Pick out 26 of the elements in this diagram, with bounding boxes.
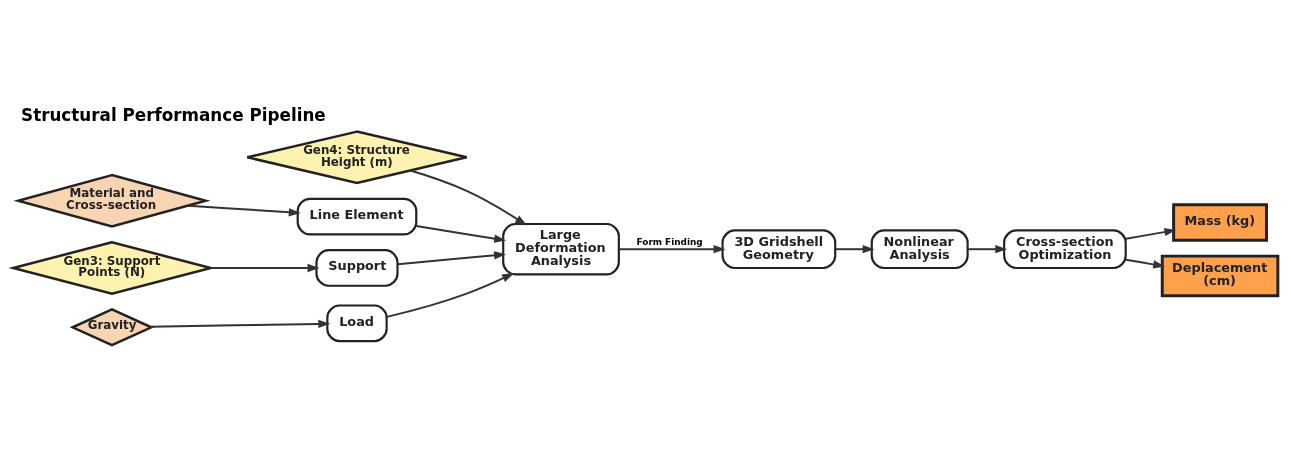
node-box: Load — [326, 303, 388, 342]
arrow — [409, 169, 527, 226]
arrow — [187, 204, 301, 216]
node-box: Support — [315, 248, 399, 287]
node-box: Cross-section Optimization — [1003, 228, 1127, 269]
node-diamond: Gravity — [69, 307, 155, 346]
node-box: Mass (kg) — [1172, 202, 1268, 242]
arrow — [618, 244, 726, 253]
node-box: Nonlinear Analysis — [870, 228, 969, 269]
arrow — [396, 250, 506, 265]
node-diamond: Gen4: Structure Height (m) — [246, 129, 468, 184]
arrow — [415, 224, 507, 243]
arrow — [834, 244, 875, 253]
arrow — [1125, 227, 1177, 240]
arrow — [386, 272, 514, 318]
node-box: Line Element — [296, 197, 418, 235]
edge-label: Form Finding — [636, 236, 703, 247]
node-box: Large Deformation Analysis — [502, 222, 620, 275]
node-diamond: Material and Cross-section — [13, 173, 211, 228]
arrow — [210, 263, 320, 272]
arrow — [149, 319, 331, 328]
node-box: Deplacement (cm) — [1160, 254, 1280, 297]
node-box: 3D Gridshell Geometry — [721, 228, 837, 269]
arrow — [1125, 258, 1166, 269]
diagram-title: Structural Performance Pipeline — [21, 104, 326, 125]
arrow — [967, 244, 1008, 253]
